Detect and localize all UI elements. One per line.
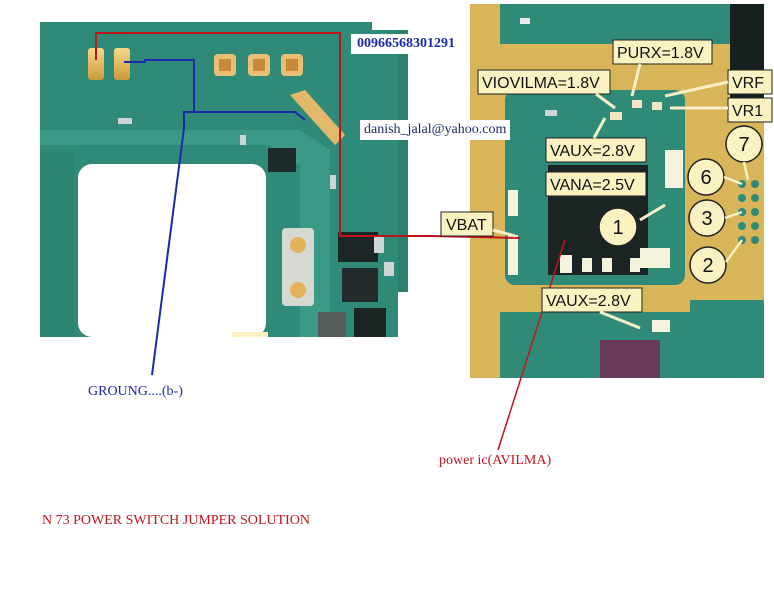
pin-2-text: 2 xyxy=(702,255,713,277)
pin-2-marker: 2 xyxy=(689,246,727,284)
label-vrf-text: VRF xyxy=(732,75,764,92)
label-viovilma-text: VIOVILMA=1.8V xyxy=(482,75,600,92)
ground-label: GROUNG....(b-) xyxy=(88,384,183,399)
label-vbat: VBAT xyxy=(440,211,494,237)
label-vana: VANA=2.5V xyxy=(545,171,647,197)
power-ic-label: power ic(AVILMA) xyxy=(439,453,552,468)
pin-3-marker: 3 xyxy=(688,199,726,237)
label-vaux-top-text: VAUX=2.8V xyxy=(550,143,635,160)
label-purx: PURX=1.8V xyxy=(612,39,713,65)
label-vaux-top: VAUX=2.8V xyxy=(545,137,647,163)
pin-3-text: 3 xyxy=(701,208,712,230)
pin-7-marker: 7 xyxy=(725,125,763,163)
label-vaux-bottom: VAUX=2.8V xyxy=(541,287,643,313)
label-purx-text: PURX=1.8V xyxy=(617,45,704,62)
phone-number-label: 00966568301291 xyxy=(351,34,461,54)
pin-6-text: 6 xyxy=(700,167,711,189)
pin-7-text: 7 xyxy=(738,134,749,156)
label-vaux-bottom-text: VAUX=2.8V xyxy=(546,293,631,310)
label-vr1-text: VR1 xyxy=(732,103,763,120)
email-label: danish_jalal@yahoo.com xyxy=(360,120,511,140)
label-viovilma: VIOVILMA=1.8V xyxy=(477,69,611,95)
pin-1-text: 1 xyxy=(612,217,623,239)
title-label: N 73 POWER SWITCH JUMPER SOLUTION xyxy=(42,513,310,528)
label-vrf: VRF xyxy=(727,69,773,95)
label-vr1: VR1 xyxy=(727,97,773,123)
pin-1-marker: 1 xyxy=(598,207,638,247)
pin-6-marker: 6 xyxy=(687,158,725,196)
left-pcb-photo xyxy=(40,22,408,337)
blue-ground-wire xyxy=(124,59,306,376)
label-vbat-text: VBAT xyxy=(446,217,487,234)
label-vana-text: VANA=2.5V xyxy=(550,177,635,194)
